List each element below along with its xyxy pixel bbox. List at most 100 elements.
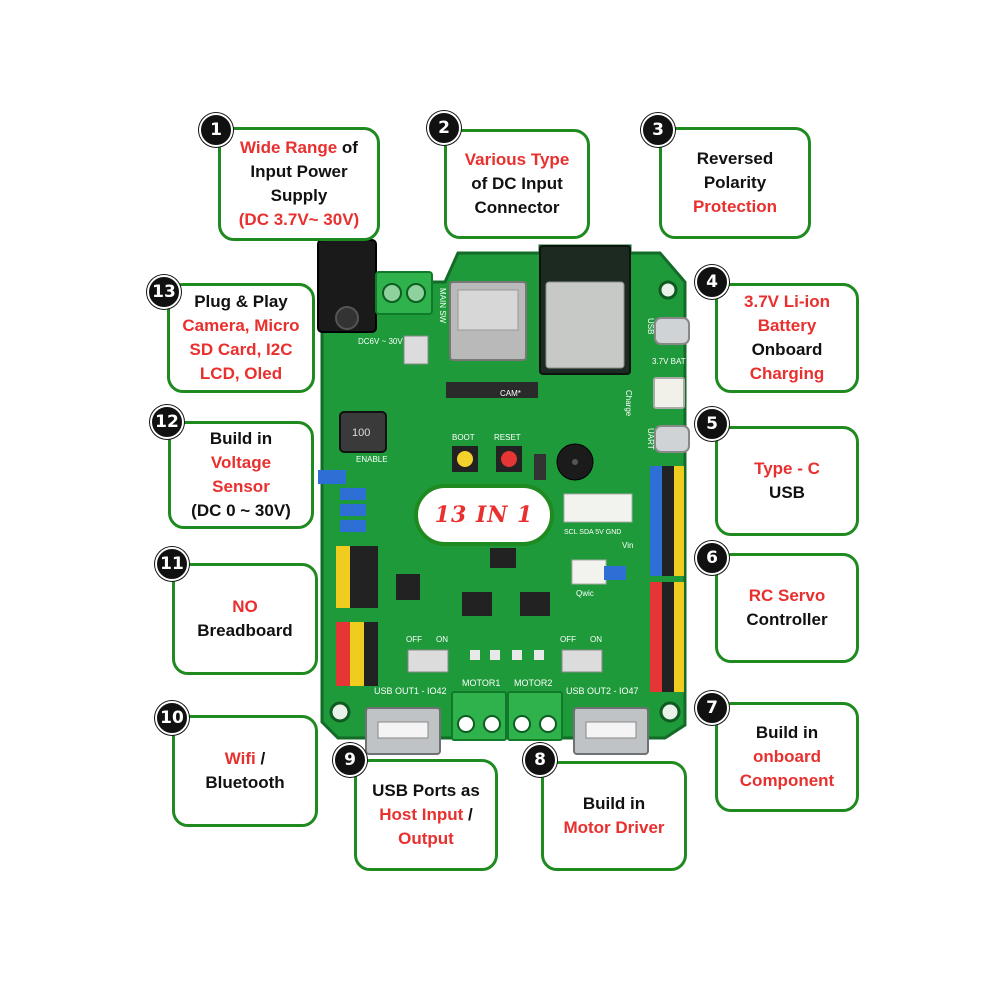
feature-line: LCD, Oled <box>182 362 299 386</box>
feature-line: Build in <box>563 792 664 816</box>
feature-line: Host Input / <box>372 803 480 827</box>
plain-text: Reversed <box>696 149 774 168</box>
highlight-text: Camera, Micro <box>182 316 300 335</box>
screw-icon <box>406 283 426 303</box>
regulator-chip <box>490 548 516 568</box>
usb-a-port-1-tongue <box>377 721 429 739</box>
blue-jumper <box>340 488 366 500</box>
feature-line: SD Card, I2C <box>182 338 299 362</box>
plain-text: Input Power <box>250 162 348 181</box>
feature-line: Type - C <box>754 457 820 481</box>
on-label-2: ON <box>590 635 602 644</box>
feature-line: Onboard <box>744 338 830 362</box>
screw-icon <box>513 715 531 733</box>
i2c-connector <box>563 493 633 523</box>
badge-10: 10 <box>155 701 189 735</box>
feature-card-10: Wifi / Bluetooth <box>172 715 318 827</box>
highlight-text: Protection <box>692 197 778 216</box>
highlight-text: LCD, Oled <box>199 364 283 383</box>
badge-4: 4 <box>695 265 729 299</box>
badge-7: 7 <box>695 691 729 725</box>
right-header-top <box>650 466 684 576</box>
usb-out1-switch <box>407 649 449 673</box>
plain-text: Onboard <box>751 340 823 359</box>
reset-button <box>501 451 517 467</box>
usb-label: USB <box>646 318 655 334</box>
motor1-label: MOTOR1 <box>462 678 500 688</box>
feature-line: Various Type <box>465 148 570 172</box>
feature-line: Output <box>372 827 480 851</box>
highlight-text: Component <box>739 771 835 790</box>
feature-line: Bluetooth <box>205 771 284 795</box>
highlight-text: Motor Driver <box>563 818 665 837</box>
plain-text: Bluetooth <box>205 773 285 792</box>
status-led <box>490 650 500 660</box>
badge-8: 8 <box>523 743 557 777</box>
dc-jack-socket-icon <box>335 306 359 330</box>
feature-line: Wide Range of <box>239 136 359 160</box>
mute-switch <box>534 454 546 480</box>
plain-text: of DC Input <box>471 174 563 193</box>
plain-text: (DC 0 ~ 30V) <box>191 501 291 520</box>
plain-text: / <box>255 749 266 768</box>
plain-text: USB <box>769 483 805 502</box>
plain-text: Build in <box>755 723 819 742</box>
dc-input-label: DC6V ~ 30V <box>358 337 403 346</box>
power-screw-terminal <box>375 271 433 315</box>
badge-12: 12 <box>150 405 184 439</box>
plain-text: / <box>463 805 473 824</box>
plain-text: Controller <box>746 610 828 629</box>
plain-text: Connector <box>474 198 560 217</box>
feature-line: USB Ports as <box>372 779 480 803</box>
feature-line: Component <box>740 769 834 793</box>
highlight-text: 3.7V Li-ion <box>744 292 830 311</box>
feature-line: Sensor <box>191 475 291 499</box>
usb-a-port-2-tongue <box>585 721 637 739</box>
status-led <box>470 650 480 660</box>
feature-line: (DC 3.7V~ 30V) <box>239 208 359 232</box>
highlight-text: Output <box>398 829 454 848</box>
plain-text: of <box>337 138 358 157</box>
plain-text: Supply <box>270 186 328 205</box>
battery-connector <box>653 377 685 409</box>
blue-jumper <box>340 504 366 516</box>
highlight-text: Type - C <box>754 459 820 478</box>
feature-line: Plug & Play <box>182 290 299 314</box>
qwic-connector <box>571 559 607 585</box>
esp32-shield <box>545 281 625 369</box>
feature-line: Protection <box>693 195 777 219</box>
highlight-text: Charging <box>749 364 825 383</box>
battery-label: 3.7V BAT <box>652 357 686 366</box>
feature-line: Polarity <box>693 171 777 195</box>
qwic-label: Qwic <box>576 589 594 598</box>
off-label-2: OFF <box>560 635 576 644</box>
reset-label: RESET <box>494 433 521 442</box>
feature-line: Battery <box>744 314 830 338</box>
left-header-yellow <box>336 546 378 608</box>
enable-label: ENABLE <box>356 455 388 464</box>
on-label-1: ON <box>436 635 448 644</box>
badge-11: 11 <box>155 547 189 581</box>
feature-line: Charging <box>744 362 830 386</box>
feature-text: Type - C USB <box>754 457 820 505</box>
highlight-text: Wifi <box>224 749 256 768</box>
regulator-chip <box>396 574 420 600</box>
usb-out1-label: USB OUT1 - IO42 <box>374 686 447 696</box>
vin-label: Vin <box>622 541 633 550</box>
screw-icon <box>457 715 475 733</box>
feature-card-5: Type - C USB <box>715 426 859 536</box>
left-header-red <box>336 622 378 686</box>
feature-line: Reversed <box>693 147 777 171</box>
buzzer-hole <box>572 459 578 465</box>
plain-text: Build in <box>582 794 646 813</box>
feature-line: Camera, Micro <box>182 314 299 338</box>
